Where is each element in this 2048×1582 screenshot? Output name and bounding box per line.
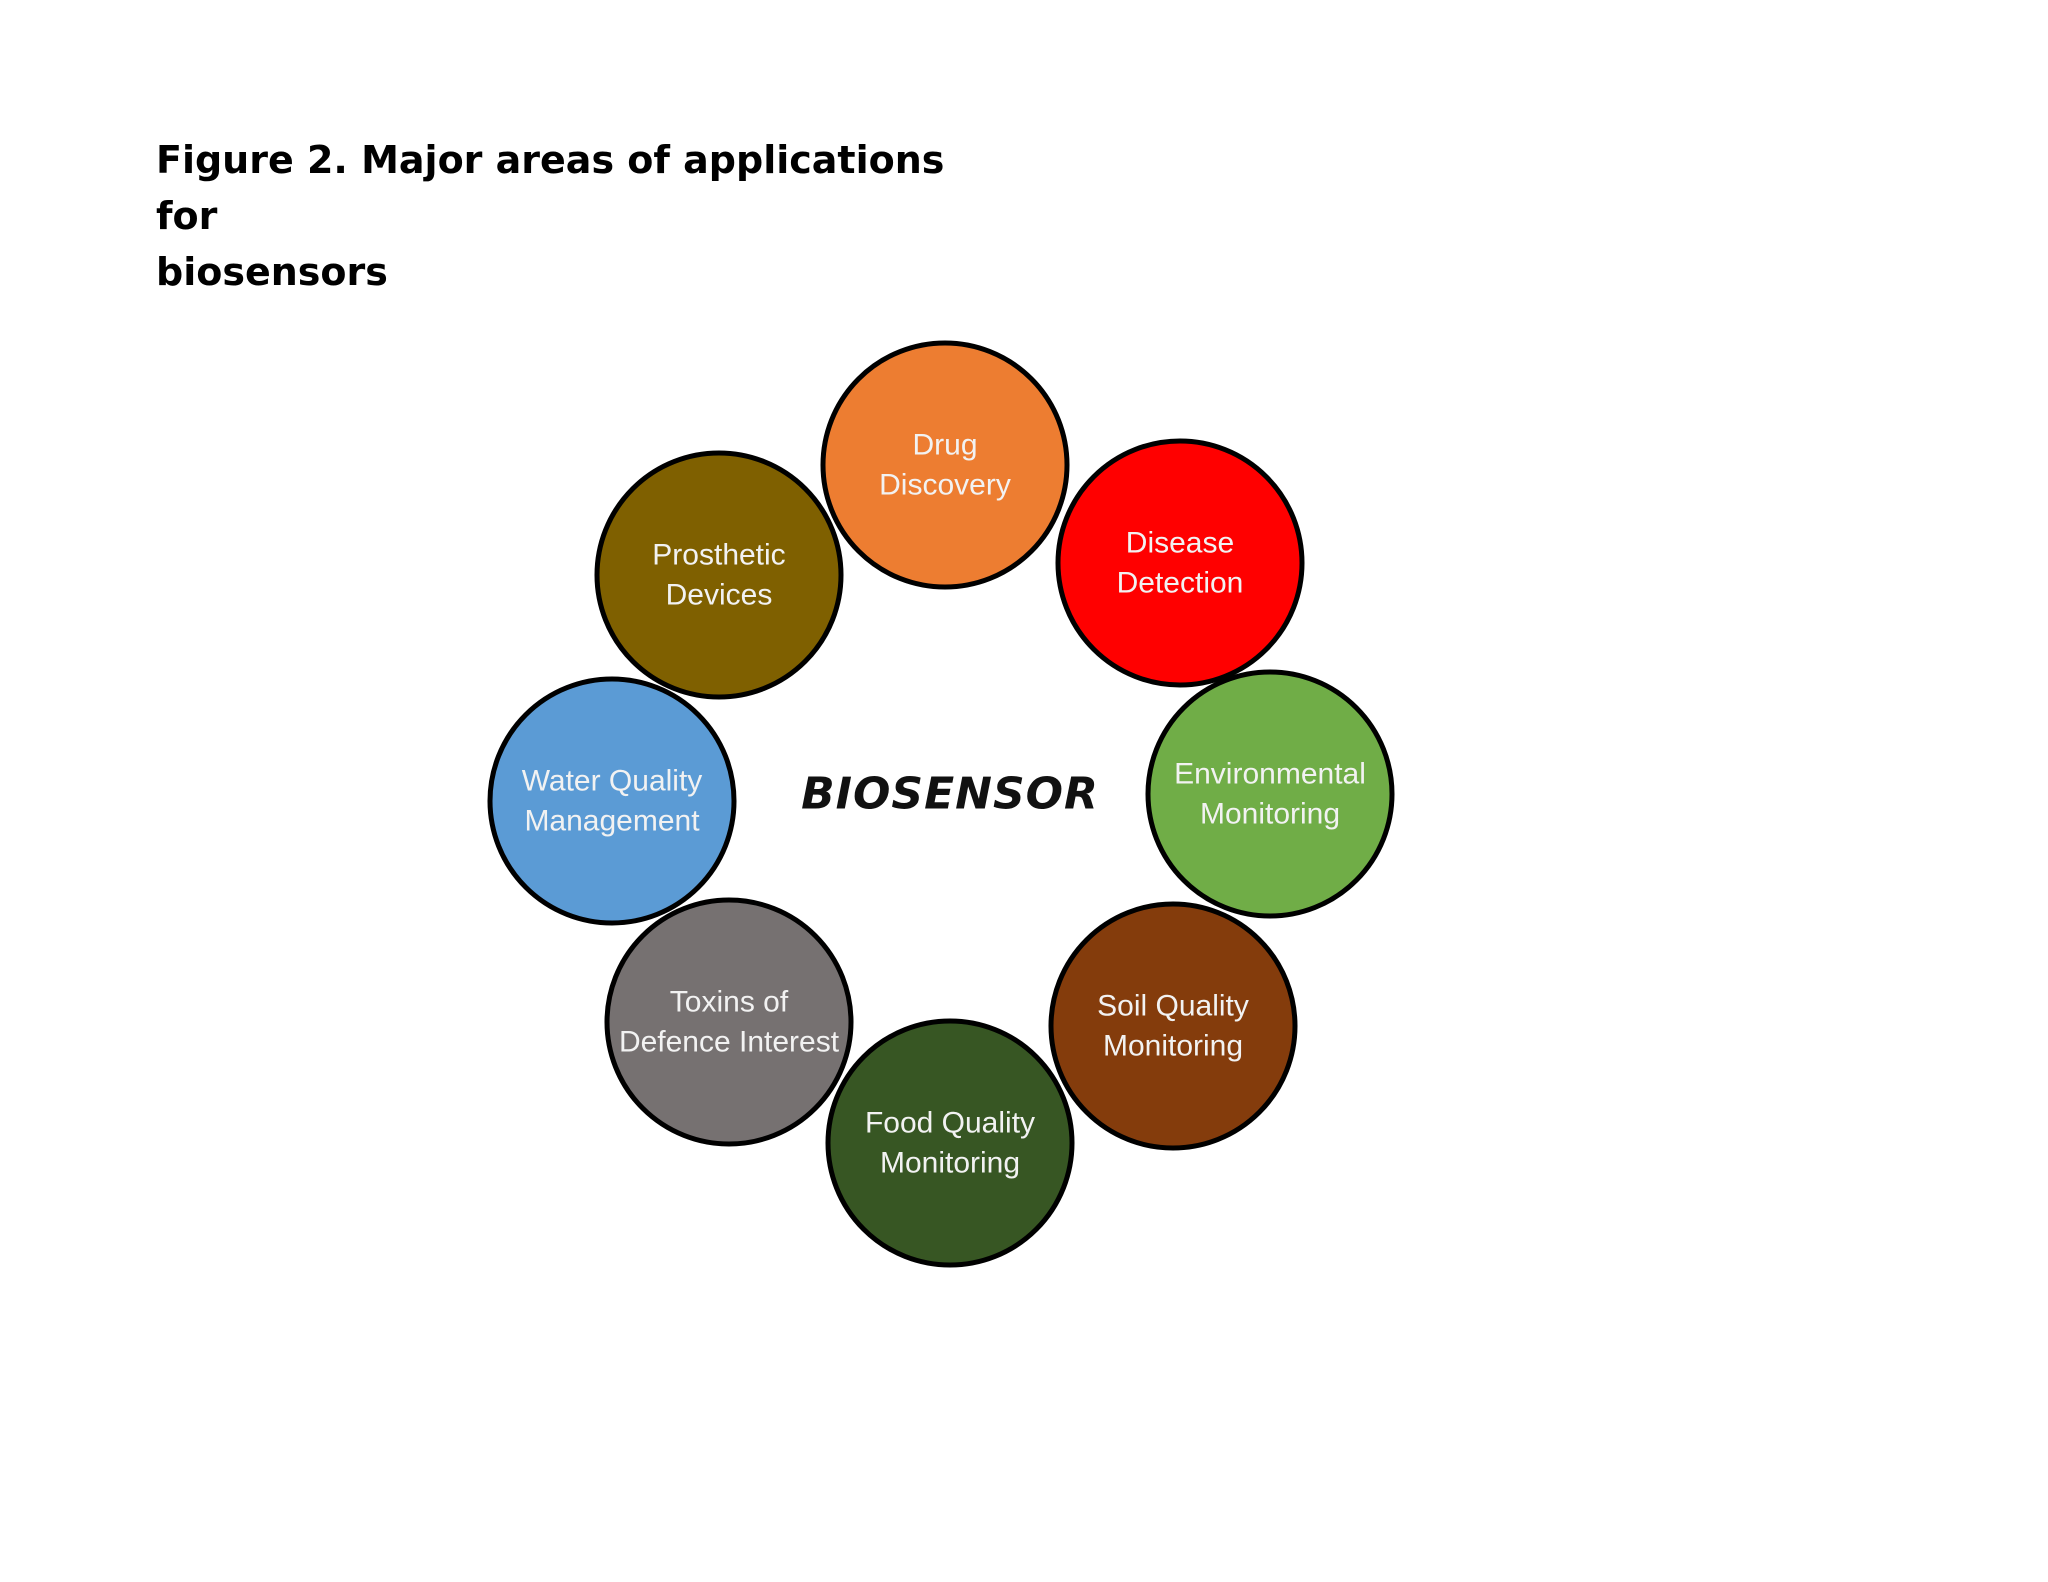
node-circle-food-quality-monitoring (825, 1018, 1075, 1268)
node-label-environmental-monitoring-line-2: Monitoring (1200, 798, 1340, 831)
node-circle-drug-discovery (820, 340, 1070, 590)
node-label-water-quality-management-line-1: Water Quality (522, 765, 703, 798)
figure-caption-line-2: biosensors (156, 250, 388, 294)
node-circle-water-quality-management (487, 676, 737, 926)
node-label-drug-discovery-line-2: Discovery (879, 469, 1011, 502)
node-label-water-quality-management-line-2: Management (524, 805, 700, 838)
node-toxins-of-defence-interest: Toxins of Defence Interest (604, 897, 854, 1147)
node-circle-toxins-of-defence-interest (604, 897, 854, 1147)
center-biosensor-label: BIOSENSOR (801, 769, 1099, 820)
node-label-drug-discovery-line-1: Drug (912, 429, 977, 462)
application-nodes: ProstheticDevicesDrugDiscoveryDiseaseDet… (487, 340, 1395, 1268)
node-circle-prosthetic-devices (594, 450, 844, 700)
figure-caption: Figure 2. Major areas of applications fo… (156, 132, 976, 300)
node-circle-environmental-monitoring (1145, 669, 1395, 919)
node-label-disease-detection-line-2: Detection (1117, 567, 1244, 600)
node-label-prosthetic-devices-line-2: Devices (666, 579, 773, 612)
node-label-prosthetic-devices-line-1: Prosthetic (652, 539, 785, 572)
node-circle-disease-detection (1055, 438, 1305, 688)
node-label-toxins-of-defence-interest-line-2: Defence Interest (619, 1026, 840, 1059)
node-label-food-quality-monitoring-line-1: Food Quality (865, 1107, 1035, 1140)
node-circle-soil-quality-monitoring (1048, 901, 1298, 1151)
node-label-soil-quality-monitoring-line-2: Monitoring (1103, 1030, 1243, 1063)
figure-caption-line-1: Figure 2. Major areas of applications fo… (156, 138, 945, 238)
node-label-soil-quality-monitoring-line-1: Soil Quality (1097, 990, 1249, 1023)
node-label-food-quality-monitoring-line-2: Monitoring (880, 1147, 1020, 1180)
node-label-disease-detection-line-1: Disease (1126, 527, 1234, 560)
node-label-environmental-monitoring-line-1: Environmental (1174, 758, 1366, 791)
node-label-toxins-of-defence-interest-line-1: Toxins of (670, 986, 789, 1019)
